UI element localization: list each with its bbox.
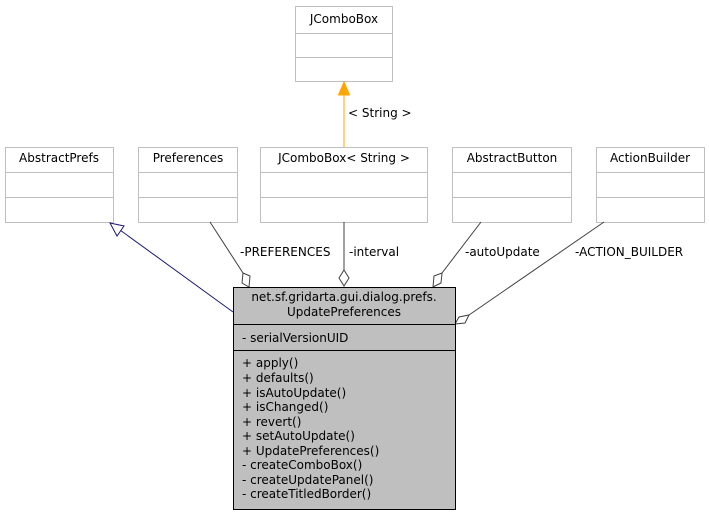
method: + UpdatePreferences(): [242, 444, 379, 458]
attribute: - serialVersionUID: [242, 331, 348, 345]
aggregation-diamond-icon: [432, 272, 443, 288]
arrowhead-icon: [337, 80, 351, 96]
class-action-builder[interactable]: ActionBuilder: [596, 147, 705, 223]
method: + isChanged(): [242, 400, 328, 414]
class-name: AbstractButton: [467, 151, 558, 165]
class-name: UpdatePreferences: [287, 305, 401, 319]
edge-label: < String >: [348, 106, 412, 120]
edge-template: < String >: [337, 80, 412, 147]
class-jcombobox-string[interactable]: JComboBox< String >: [260, 147, 428, 223]
edge-label: -interval: [349, 245, 399, 259]
method: + revert(): [242, 415, 301, 429]
aggregation-diamond-icon: [454, 314, 470, 325]
class-name: Preferences: [153, 151, 224, 165]
inheritance-triangle-icon: [109, 222, 125, 237]
class-abstract-button[interactable]: AbstractButton: [452, 147, 572, 223]
class-name: AbstractPrefs: [19, 151, 99, 165]
edge-label: -autoUpdate: [465, 245, 540, 259]
class-name: JComboBox: [309, 12, 378, 26]
method: - createComboBox(): [242, 458, 362, 472]
method: + apply(): [242, 356, 298, 370]
class-update-preferences[interactable]: net.sf.gridarta.gui.dialog.prefs. Update…: [233, 287, 456, 510]
aggregation-diamond-icon: [241, 272, 251, 288]
class-abstract-prefs[interactable]: AbstractPrefs: [5, 147, 114, 223]
edge-interval: -interval: [338, 222, 399, 287]
method: + defaults(): [242, 371, 314, 385]
aggregation-diamond-icon: [338, 269, 350, 287]
method: - createUpdatePanel(): [242, 473, 373, 487]
edge-inheritance: [109, 222, 234, 313]
method: - createTitledBorder(): [242, 487, 371, 501]
edge-label: -PREFERENCES: [240, 245, 330, 259]
class-jcombobox[interactable]: JComboBox: [295, 6, 393, 82]
class-name: JComboBox< String >: [277, 151, 410, 165]
method: + setAutoUpdate(): [242, 429, 355, 443]
edge-action-builder: -ACTION_BUILDER: [454, 221, 683, 325]
method: + isAutoUpdate(): [242, 386, 346, 400]
class-name: ActionBuilder: [610, 151, 690, 165]
edge-preferences: -PREFERENCES: [209, 221, 330, 288]
class-name-package: net.sf.gridarta.gui.dialog.prefs.: [251, 290, 436, 304]
class-preferences[interactable]: Preferences: [138, 147, 238, 223]
edge-label: -ACTION_BUILDER: [575, 245, 683, 259]
edge-auto-update: -autoUpdate: [432, 221, 540, 288]
